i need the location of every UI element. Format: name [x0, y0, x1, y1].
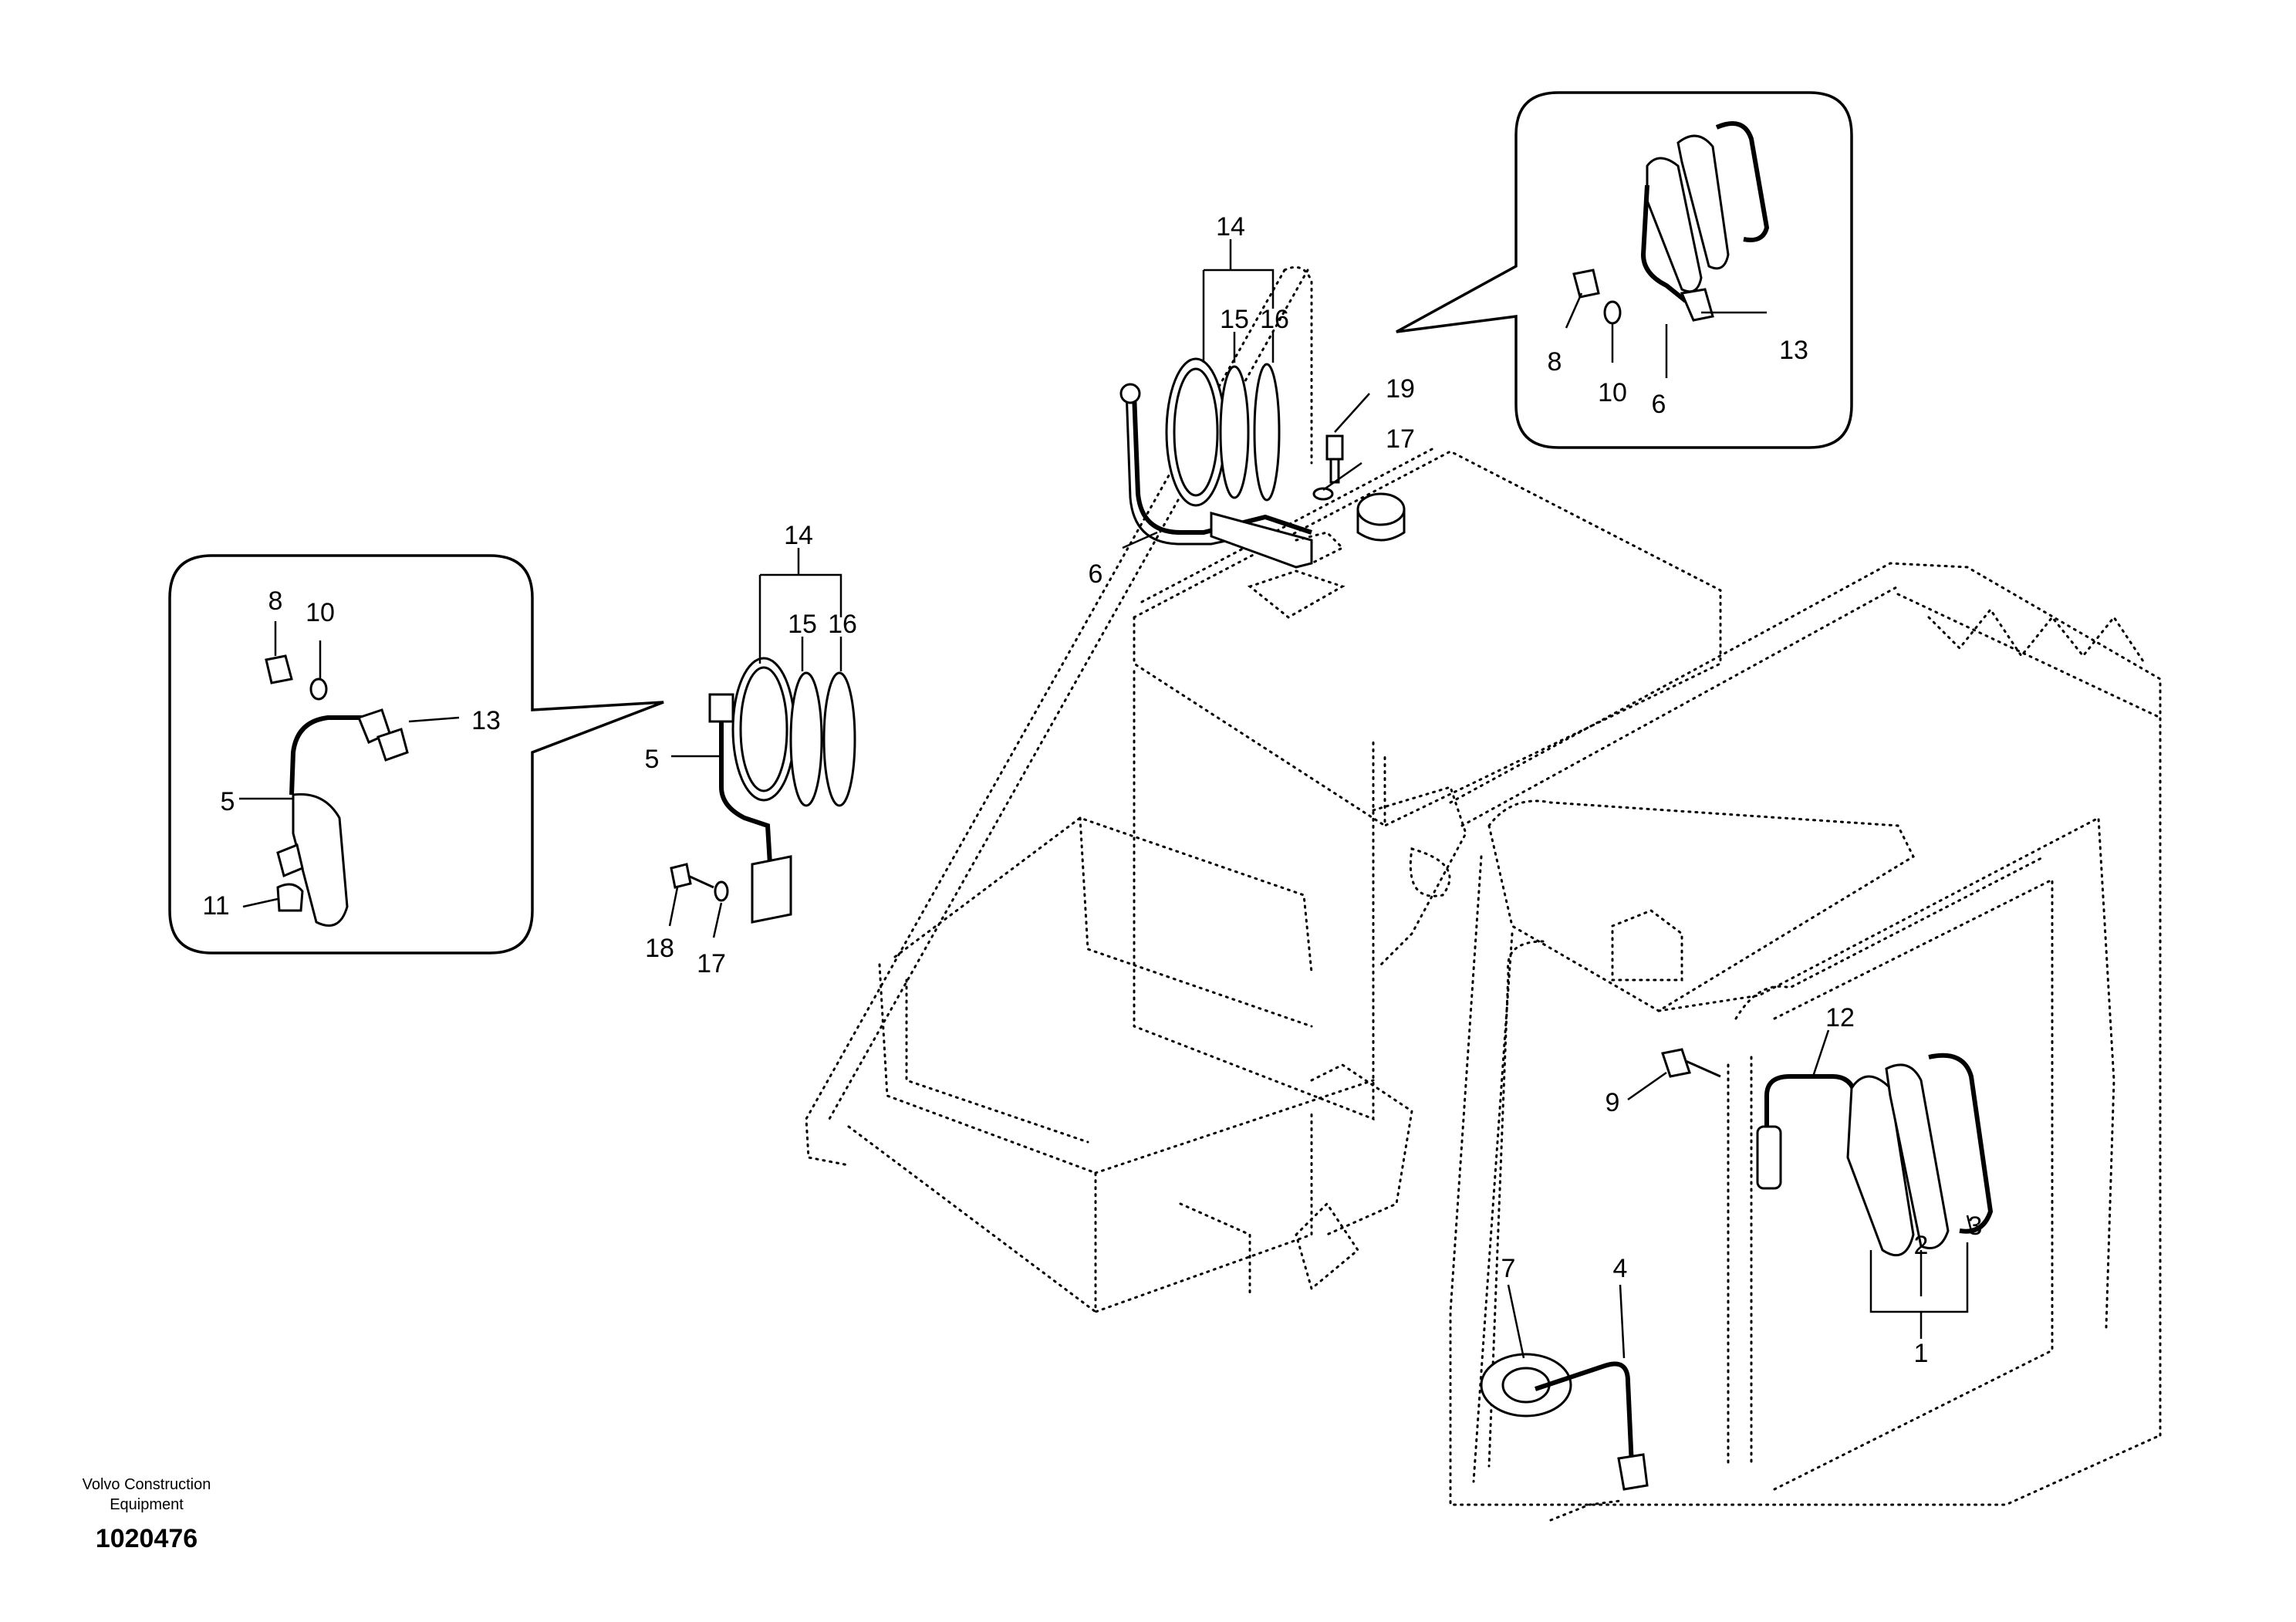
callout-12: 12 [1825, 1003, 1855, 1032]
mirror-assembly-right [1661, 1048, 1994, 1257]
callout-1: 1 [1914, 1339, 1929, 1368]
cab-body-outline [805, 265, 2162, 1506]
callout-8-inset-left: 8 [268, 586, 283, 616]
mirror-assembly-top [1119, 357, 1406, 619]
callout-14-top: 14 [1216, 212, 1245, 242]
callout-9: 9 [1606, 1088, 1620, 1117]
detail-inset-right [1396, 91, 1853, 449]
callout-16-left: 16 [828, 610, 857, 639]
detail-inset-left [168, 554, 664, 955]
callout-17-left: 17 [697, 949, 726, 978]
callout-13-inset-right: 13 [1779, 336, 1808, 365]
callout-leaders [239, 239, 1973, 1359]
callout-8-inset-right: 8 [1548, 347, 1562, 377]
drawing-number: 1020476 [96, 1524, 198, 1553]
drawing-reference: Volvo Construction Equipment 1020476 [83, 1476, 211, 1553]
company-name-line1: Volvo Construction [83, 1476, 211, 1493]
callout-3: 3 [1968, 1211, 1983, 1241]
callout-6-top: 6 [1089, 559, 1103, 589]
callout-13-inset-left: 13 [471, 706, 501, 735]
callout-labels: 14 15 16 19 17 6 14 15 16 5 18 17 12 9 3… [202, 212, 1982, 1368]
callout-4: 4 [1613, 1254, 1628, 1283]
callout-16-top: 16 [1260, 305, 1289, 334]
mirror-assembly-lower [1480, 1353, 1649, 1522]
callout-15-top: 15 [1220, 305, 1249, 334]
callout-18: 18 [645, 934, 674, 963]
callout-6-inset-right: 6 [1652, 390, 1666, 419]
callout-19: 19 [1386, 374, 1415, 404]
callout-7: 7 [1501, 1254, 1516, 1283]
callout-11: 11 [202, 891, 229, 921]
callout-10-inset-left: 10 [306, 598, 335, 627]
callout-17-top: 17 [1386, 424, 1415, 454]
callout-5-left: 5 [645, 745, 660, 774]
callout-2: 2 [1914, 1231, 1929, 1260]
callout-14-left: 14 [784, 521, 813, 550]
callout-10-inset-right: 10 [1598, 378, 1627, 407]
mirror-assembly-left [670, 657, 856, 924]
callout-15-left: 15 [788, 610, 817, 639]
callout-5-inset-left: 5 [221, 787, 235, 816]
company-name-line2: Equipment [110, 1496, 184, 1513]
